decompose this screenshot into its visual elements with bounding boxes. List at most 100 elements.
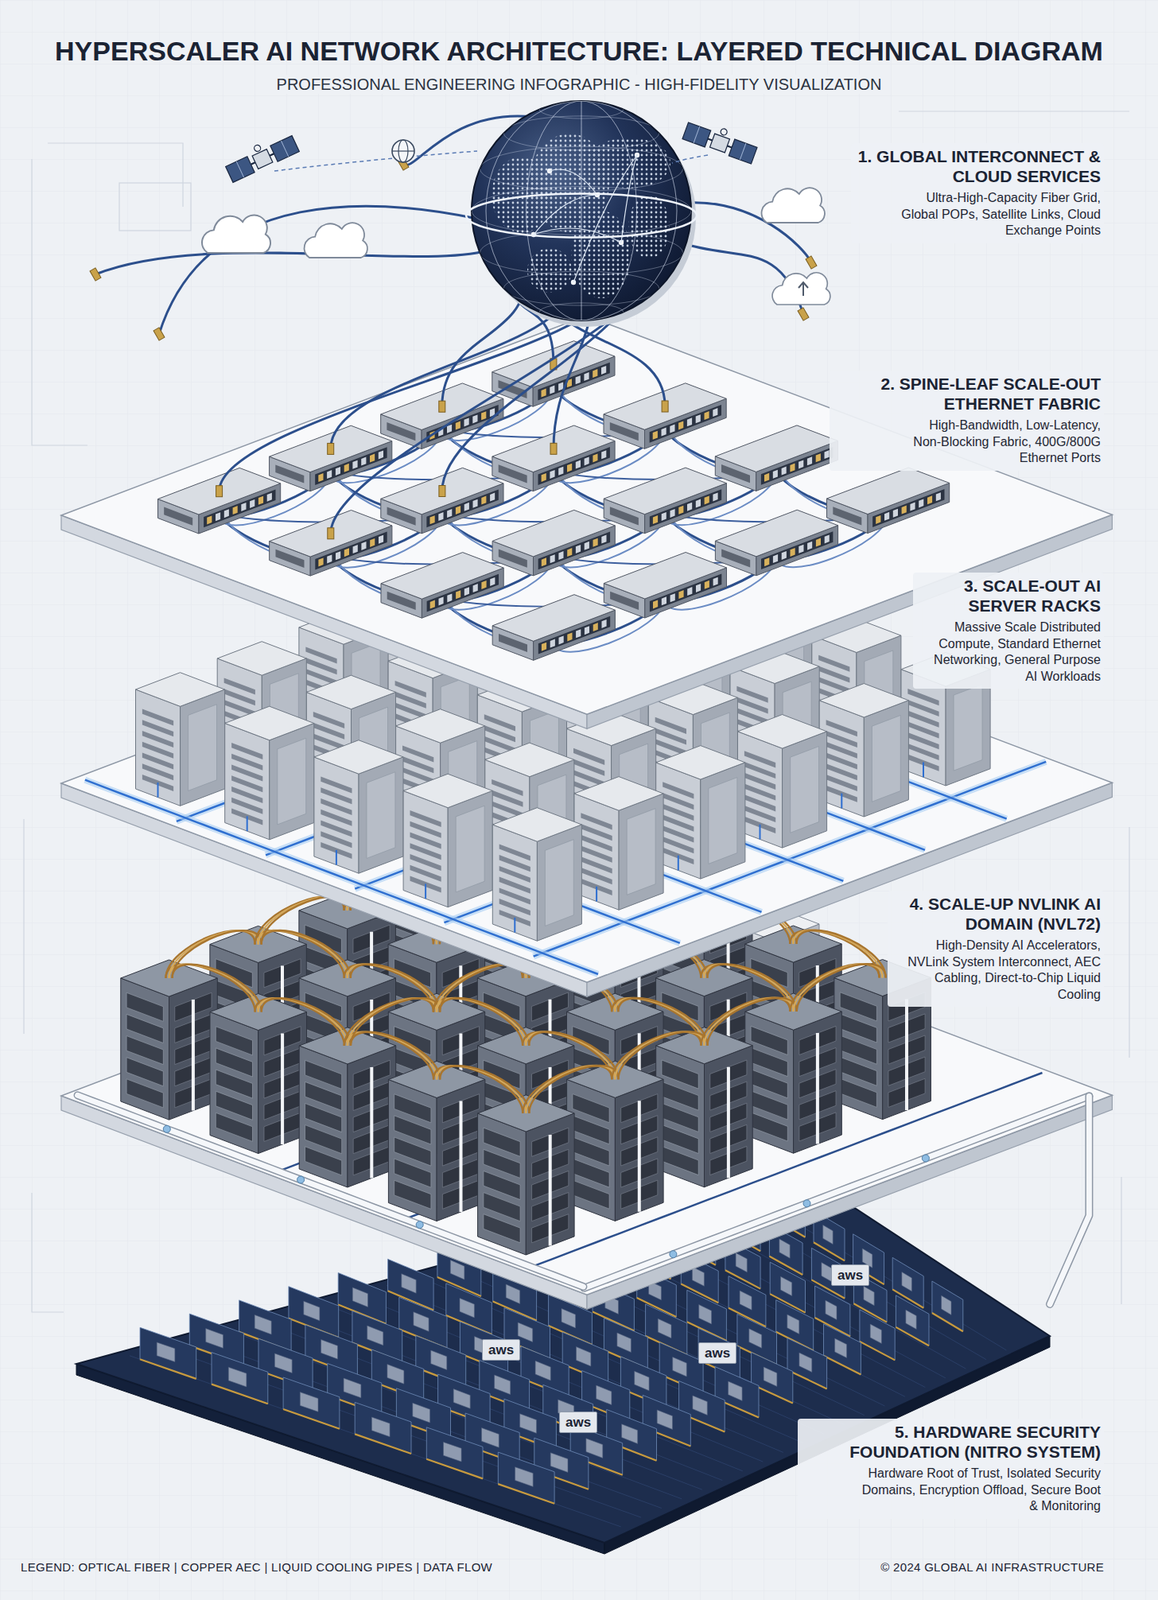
rack-door bbox=[953, 684, 983, 772]
port-panel bbox=[498, 464, 528, 483]
switch-port bbox=[344, 547, 350, 557]
copper-cable bbox=[433, 1065, 523, 1114]
switch-port bbox=[318, 558, 323, 568]
card-chip bbox=[692, 1395, 708, 1416]
server-rack-top bbox=[225, 706, 315, 741]
longitude-line bbox=[526, 101, 638, 321]
copper-cable bbox=[796, 963, 886, 1012]
nitro-card bbox=[354, 1402, 412, 1454]
switch-port bbox=[704, 580, 710, 590]
switch-port bbox=[361, 541, 366, 551]
aws-chip-label: aws bbox=[481, 1339, 521, 1361]
switch-port bbox=[936, 492, 941, 502]
switch-port bbox=[661, 512, 667, 521]
rack-door bbox=[871, 715, 901, 803]
server-rack-side bbox=[358, 757, 404, 874]
card-connector bbox=[859, 1341, 895, 1361]
network-switch bbox=[492, 509, 615, 576]
nvl-rack-side bbox=[209, 1012, 259, 1155]
nvl-rack bbox=[388, 1060, 486, 1221]
fabric-plate-top bbox=[61, 315, 1112, 715]
server-slot bbox=[491, 779, 523, 797]
card-chip bbox=[517, 1322, 533, 1343]
switch-port bbox=[687, 502, 692, 512]
layer-description: Hardware Root of Trust, Isolated Securit… bbox=[854, 1465, 1101, 1516]
cooling-pipe-outline bbox=[1049, 1095, 1089, 1305]
switch-port bbox=[326, 470, 332, 479]
rack-uplink bbox=[595, 886, 598, 902]
globe-icon-outline bbox=[392, 139, 415, 163]
switch-port bbox=[798, 544, 804, 554]
server-rack bbox=[819, 683, 909, 818]
switch-port bbox=[652, 599, 658, 609]
server-rack-top bbox=[217, 641, 307, 677]
rack-door bbox=[626, 808, 656, 896]
switch-port bbox=[567, 632, 572, 642]
board-trace bbox=[162, 1347, 642, 1519]
switch-port bbox=[464, 586, 470, 596]
nitro-card bbox=[823, 1324, 862, 1376]
card-connector bbox=[354, 1433, 412, 1454]
copper-cable bbox=[350, 1032, 440, 1081]
switch-port bbox=[652, 515, 658, 525]
card-board bbox=[426, 1427, 483, 1480]
server-rack bbox=[136, 672, 226, 807]
cooling-riser bbox=[637, 1100, 642, 1213]
port-panel bbox=[275, 549, 305, 568]
copper-cable bbox=[258, 930, 348, 979]
nvl-rack bbox=[567, 1060, 665, 1221]
switch-port bbox=[430, 600, 436, 610]
switch-port bbox=[789, 463, 795, 473]
cloud-icon bbox=[772, 272, 831, 305]
port-panel bbox=[649, 404, 722, 443]
switch-port bbox=[670, 593, 676, 603]
network-arc bbox=[621, 155, 638, 243]
card-chip bbox=[431, 1350, 447, 1371]
server-slot bbox=[142, 709, 174, 727]
card-chip bbox=[735, 1252, 747, 1272]
card-chip bbox=[303, 1301, 320, 1322]
satellite-link bbox=[672, 155, 708, 164]
switch-port bbox=[695, 499, 701, 509]
card-chip bbox=[576, 1347, 591, 1368]
switch-port bbox=[652, 431, 658, 440]
rack-uplink bbox=[157, 782, 160, 798]
port-panel bbox=[314, 532, 387, 571]
guide-line bbox=[23, 819, 24, 1034]
switch-port bbox=[695, 583, 701, 593]
switch-port bbox=[549, 470, 555, 479]
card-chip bbox=[699, 1305, 712, 1325]
switch-port bbox=[464, 418, 470, 428]
nvl-rack bbox=[477, 1095, 576, 1256]
server-rack-side bbox=[314, 757, 359, 874]
switch-port bbox=[481, 580, 486, 590]
nvl-rack-side bbox=[120, 978, 170, 1120]
aws-chip-label: aws bbox=[831, 1264, 870, 1287]
switch-port bbox=[816, 538, 821, 548]
compute-tray bbox=[305, 1060, 342, 1089]
guide-line bbox=[1128, 827, 1130, 1058]
port-panel bbox=[610, 591, 639, 611]
layer-heading: 4. SCALE-UP NVLINK AI DOMAIN (NVL72) bbox=[893, 893, 1101, 934]
floor-cable bbox=[276, 977, 790, 1173]
switch-port bbox=[575, 375, 581, 385]
switch-port bbox=[541, 388, 547, 398]
card-chip bbox=[453, 1389, 471, 1410]
copper-cable bbox=[172, 964, 262, 1013]
rack-door bbox=[708, 777, 738, 865]
layer-description: Massive Scale Distributed Compute, Stand… bbox=[919, 619, 1101, 685]
cooling-riser bbox=[369, 1067, 374, 1179]
globe-grid bbox=[471, 100, 692, 322]
switch-port bbox=[430, 515, 436, 525]
equator-ring bbox=[466, 193, 697, 238]
switch-port bbox=[439, 597, 444, 607]
longitude-line bbox=[485, 101, 677, 321]
card-connector bbox=[283, 1409, 340, 1430]
nvl-rack bbox=[209, 994, 307, 1155]
card-chip bbox=[228, 1367, 247, 1388]
switch-port bbox=[378, 535, 384, 545]
switch-port bbox=[369, 538, 375, 548]
nvl-rack-side bbox=[793, 1011, 843, 1154]
rack-door bbox=[544, 839, 574, 927]
nvl-rack bbox=[120, 959, 218, 1120]
